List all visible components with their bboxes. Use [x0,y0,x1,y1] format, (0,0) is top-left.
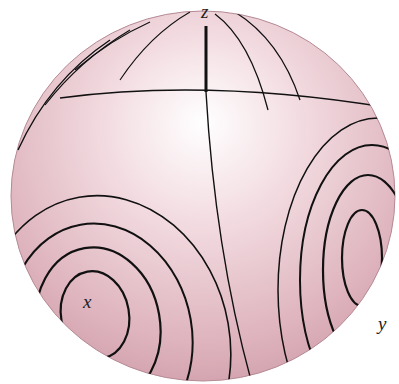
axis-label: z [201,2,208,21]
axis-label: y [378,314,386,333]
contour-lines [0,12,399,384]
axis-label: x [83,292,91,311]
sphere [11,11,395,381]
